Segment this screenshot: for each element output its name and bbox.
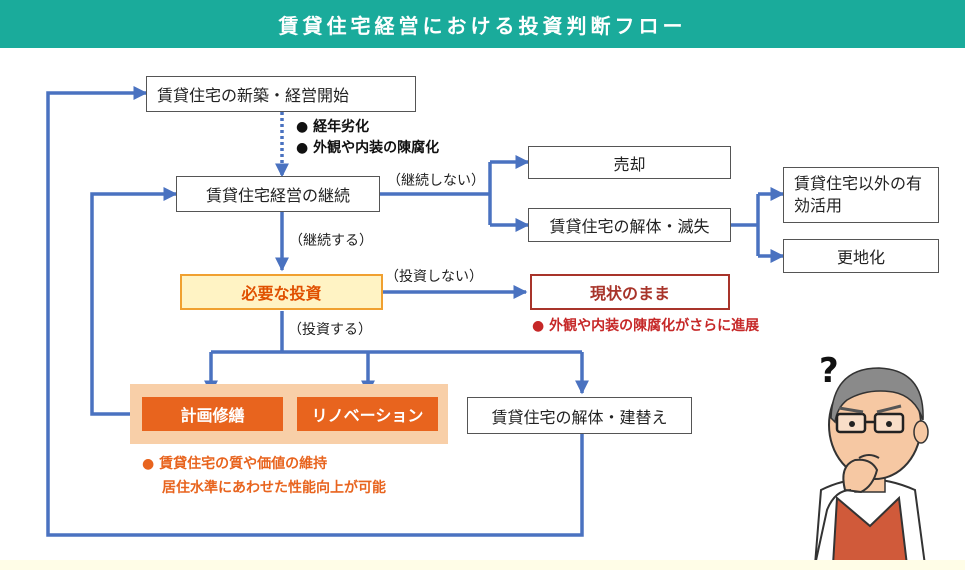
page-title: 賃貸住宅経営における投資判断フロー — [278, 13, 687, 38]
node-rebuild-label: 賃貸住宅の解体・建替え — [491, 407, 668, 427]
header-bar: 賃貸住宅経営における投資判断フロー — [0, 0, 965, 48]
node-other-use-label: 賃貸住宅以外の有効活用 — [794, 174, 923, 215]
node-other-use: 賃貸住宅以外の有効活用 — [783, 167, 939, 223]
label-invest: （投資する） — [288, 322, 372, 338]
node-continue: 賃貸住宅経営の継続 — [176, 176, 380, 212]
note-as-is-effect: ● 外観や内装の陳腐化がさらに進展 — [532, 315, 759, 335]
node-start: 賃貸住宅の新築・経営開始 — [146, 76, 416, 112]
note-as-is-effect-text: 外観や内装の陳腐化がさらに進展 — [549, 318, 760, 334]
bullet-icon: ● — [142, 456, 155, 472]
bullet-icon: ● — [532, 318, 545, 334]
bottom-band — [0, 560, 965, 570]
node-as-is-label: 現状のまま — [589, 284, 670, 303]
node-vacant-land-label: 更地化 — [836, 248, 885, 267]
note-aging-1-text: 経年劣化 — [313, 119, 370, 135]
note-aging-2: ● 外観や内装の陳腐化 — [296, 137, 439, 157]
loop-to-continue — [90, 187, 178, 416]
note-aging-2-text: 外観や内装の陳腐化 — [313, 140, 440, 156]
question-mark-icon: ? — [819, 351, 839, 391]
label-not-invest: （投資しない） — [385, 269, 483, 285]
thinking-man-illustration: ? — [813, 351, 929, 565]
node-invest-label: 必要な投資 — [241, 284, 322, 303]
node-continue-label: 賃貸住宅経営の継続 — [205, 186, 350, 205]
node-vacant-land: 更地化 — [783, 239, 939, 273]
node-start-label: 賃貸住宅の新築・経営開始 — [157, 86, 350, 105]
label-continue: （継続する） — [289, 233, 373, 249]
note-invest-effect-1: ● 賃貸住宅の質や価値の維持 — [142, 452, 327, 476]
node-as-is: 現状のまま — [530, 274, 730, 310]
loop-to-start — [46, 86, 584, 537]
node-demolish: 賃貸住宅の解体・滅失 — [528, 208, 731, 242]
node-rebuild: 賃貸住宅の解体・建替え — [467, 397, 692, 434]
node-sell-label: 売却 — [613, 154, 646, 174]
note-invest-effect-2: 居住水準にあわせた性能向上が可能 — [162, 480, 386, 496]
node-planned-repair-label: 計画修繕 — [180, 406, 245, 425]
node-invest: 必要な投資 — [180, 274, 383, 310]
note-aging-1: ● 経年劣化 — [296, 116, 369, 136]
bullet-icon: ● — [296, 140, 309, 156]
bullet-icon: ● — [296, 119, 309, 135]
node-demolish-label: 賃貸住宅の解体・滅失 — [549, 217, 710, 236]
note-invest-effect-1-text: 賃貸住宅の質や価値の維持 — [159, 456, 328, 472]
node-sell: 売却 — [528, 146, 731, 179]
node-renovation-label: リノベーション — [311, 406, 424, 425]
node-renovation: リノベーション — [297, 397, 438, 431]
node-planned-repair: 計画修繕 — [142, 397, 283, 431]
label-not-continue: （継続しない） — [387, 173, 485, 189]
